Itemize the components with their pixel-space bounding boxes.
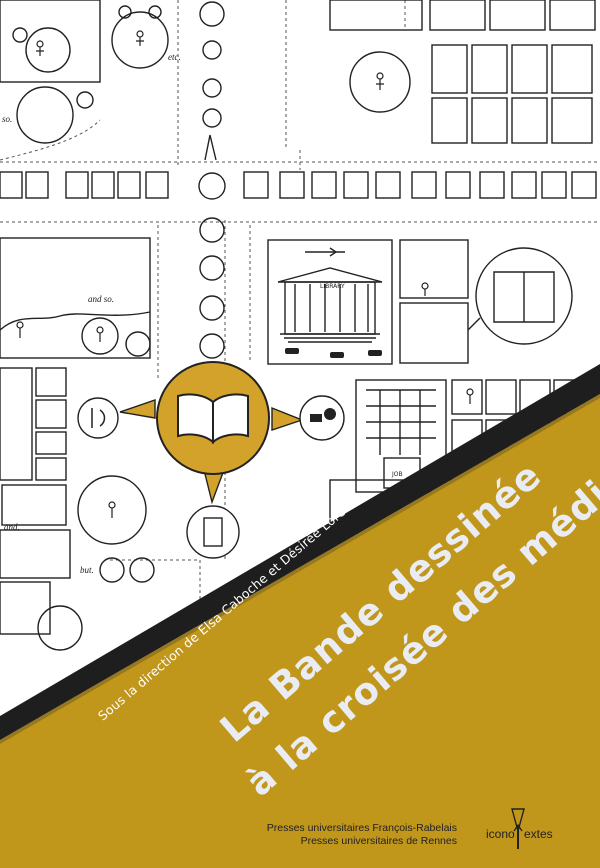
caption-and-so: and so. xyxy=(88,294,114,304)
logo-text-left: icono xyxy=(486,827,515,841)
publisher-1: Presses universitaires François-Rabelais xyxy=(266,822,457,834)
caption-so: so. xyxy=(2,114,12,124)
logo-text-right: extes xyxy=(524,827,553,841)
book-hub xyxy=(77,361,345,559)
library-sign: LIBRARY xyxy=(320,283,345,290)
iconotextes-logo: icono extes xyxy=(486,808,553,849)
job-sign: JOB xyxy=(391,471,403,478)
caption-and: and. xyxy=(4,522,20,532)
publisher-2: Presses universitaires de Rennes xyxy=(300,835,457,847)
caption-etc: etc. xyxy=(168,52,181,62)
caption-but: but. xyxy=(80,565,94,575)
open-book-icon xyxy=(177,393,249,445)
